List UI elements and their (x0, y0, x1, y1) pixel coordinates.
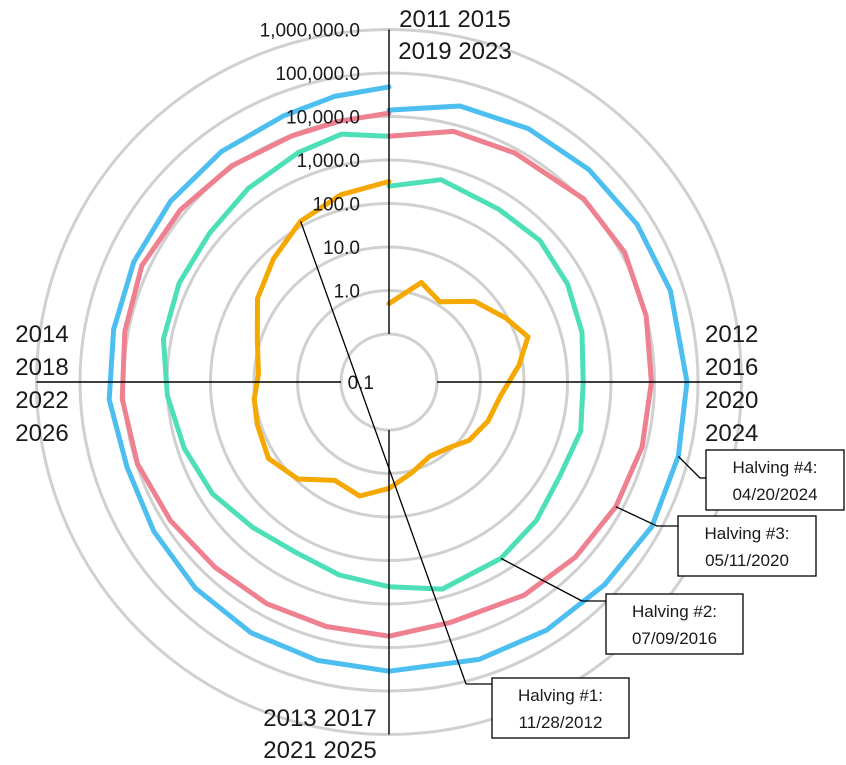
quadrant-label-left: 2014 (15, 321, 68, 348)
axis-lines (36, 29, 742, 735)
quadrant-label-left: 2018 (15, 354, 68, 381)
radial-tick-label: 0.1 (348, 373, 374, 394)
series-line-4 (106, 84, 690, 674)
annotation-text: 04/20/2024 (732, 485, 817, 504)
series-line-3 (119, 110, 654, 639)
quadrant-label-bottom: 2013 2017 (263, 705, 376, 732)
annotation-leader-line (677, 455, 701, 479)
quadrant-label-right: 2012 (705, 321, 758, 348)
annotation-text: Halving #4: (732, 458, 817, 477)
radial-tick-label: 10.0 (323, 238, 360, 259)
quadrant-year-labels: 2011 2015 2019 2023 2012 2016 2020 2024 2013 2… (15, 6, 758, 764)
quadrant-label-right: 2024 (705, 420, 758, 447)
halving-annotation-2: Halving #2: 07/09/2016 (500, 557, 744, 655)
annotation-box (605, 593, 744, 655)
series-line-1 (251, 179, 531, 499)
annotation-box (705, 449, 845, 511)
halving-annotation-1: Halving #1: 11/28/2012 (300, 221, 630, 739)
radial-tick-label: 1,000,000.0 (260, 21, 360, 42)
annotation-text: 05/11/2020 (705, 551, 789, 570)
radial-tick-label: 1.0 (334, 282, 360, 303)
quadrant-label-right: 2016 (705, 354, 758, 381)
radial-tick-labels: 0.1 1.0 10.0 100.0 1,000.0 10,000.0 100,000.0 1… (260, 21, 374, 395)
quadrant-label-left: 2022 (15, 387, 68, 414)
annotation-text: Halving #2: (632, 602, 717, 621)
halving-annotation-3: Halving #3: 05/11/2020 (615, 506, 817, 577)
quadrant-label-right: 2020 (705, 387, 758, 414)
annotation-text: Halving #3: (704, 524, 789, 543)
halving-annotation-4: Halving #4: 04/20/2024 (677, 449, 845, 511)
annotation-box (491, 677, 630, 739)
radial-tick-label: 100,000.0 (275, 64, 360, 85)
annotation-box (677, 515, 817, 577)
radial-tick-label: 10,000.0 (286, 108, 360, 129)
quadrant-label-top: 2019 2023 (398, 38, 511, 65)
annotation-text: 07/09/2016 (632, 629, 717, 648)
halving-annotations: Halving #1: 11/28/2012 Halving #2: 07/09/20… (300, 221, 845, 739)
annotation-leader-line (615, 506, 658, 527)
annotation-text: 11/28/2012 (519, 713, 603, 732)
annotation-text: Halving #1: (518, 686, 603, 705)
quadrant-label-top: 2011 2015 (399, 6, 511, 33)
quadrant-label-bottom: 2021 2025 (263, 737, 376, 764)
annotation-leader-line (500, 557, 583, 602)
radial-tick-label: 100.0 (312, 195, 360, 216)
series-line-2 (160, 131, 586, 592)
annotation-leader-line (300, 221, 467, 685)
quadrant-label-left: 2026 (15, 420, 68, 447)
radial-tick-label: 1,000.0 (297, 151, 360, 172)
series-layer (106, 84, 690, 674)
